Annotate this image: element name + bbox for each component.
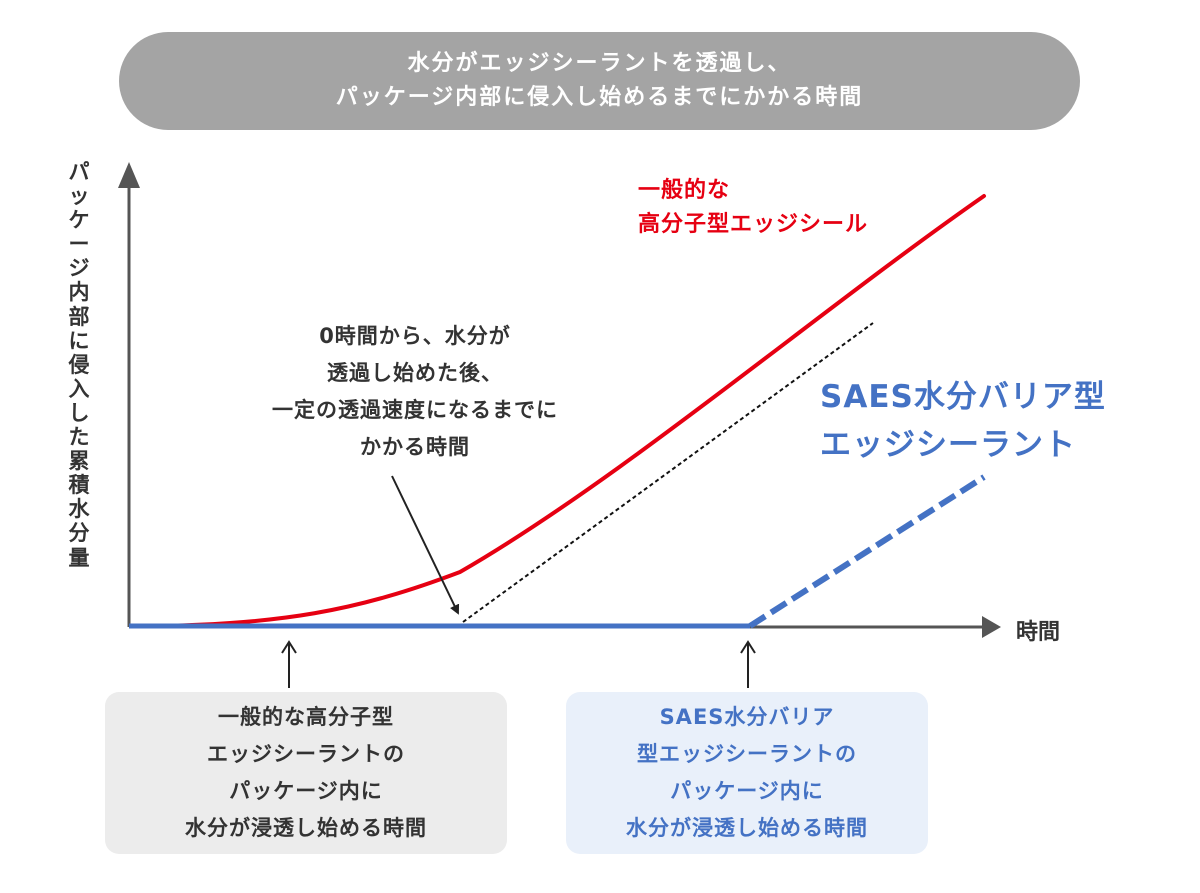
x-axis-label: 時間 bbox=[1016, 620, 1061, 645]
general-pointer-head bbox=[281, 640, 297, 654]
y-axis-label-char: し bbox=[68, 400, 90, 425]
general-seal-label-line-1: 一般的な bbox=[638, 178, 731, 203]
transient-time-annotation: 0時間から、水分が 透過し始めた後、 一定の透過速度になるまでに かかる時間 bbox=[200, 318, 630, 466]
y-axis-label-char: 侵 bbox=[68, 352, 90, 377]
saes-pointer-head bbox=[740, 640, 756, 654]
y-axis-label: パッケージ内部に侵入した累積水分量 bbox=[62, 160, 96, 570]
general-seal-label: 一般的な 高分子型エッジシール bbox=[638, 174, 868, 242]
banner-line-2: パッケージ内部に侵入し始めるまでにかかる時間 bbox=[335, 85, 864, 110]
asymptote-dotted-line bbox=[462, 322, 874, 623]
y-axis-label-char: 累 bbox=[68, 449, 90, 474]
general-box-line-4: 水分が浸透し始める時間 bbox=[185, 816, 427, 840]
y-axis-label-char: ジ bbox=[68, 256, 90, 281]
saes-sealant-label: SAES水分バリア型 エッジシーラント bbox=[820, 373, 1106, 469]
general-box-line-3: パッケージ内に bbox=[229, 779, 383, 803]
y-axis-label-char: ッ bbox=[68, 184, 90, 209]
saes-box-line-2: 型エッジシーラントの bbox=[637, 742, 857, 766]
annotation-line-3: 一定の透過速度になるまでに bbox=[272, 398, 558, 422]
x-axis-arrowhead bbox=[982, 616, 1001, 638]
general-seal-curve bbox=[133, 194, 986, 628]
saes-sealant-onset-box: SAES水分バリア 型エッジシーラントの パッケージ内に 水分が浸透し始める時間 bbox=[566, 692, 928, 854]
y-axis-label-char: た bbox=[68, 425, 90, 450]
saes-dashed-line bbox=[748, 474, 986, 629]
y-axis-label-char: 水 bbox=[68, 497, 90, 522]
saes-sealant-label-line-1: SAES水分バリア型 bbox=[820, 379, 1106, 415]
annotation-line-1: 0時間から、水分が bbox=[319, 324, 511, 348]
y-axis-label-char: 入 bbox=[68, 376, 90, 401]
general-seal-onset-box: 一般的な高分子型 エッジシーラントの パッケージ内に 水分が浸透し始める時間 bbox=[105, 692, 507, 854]
y-axis-label-char: パ bbox=[68, 160, 90, 184]
y-axis-arrowhead bbox=[118, 162, 140, 188]
saes-sealant-label-line-2: エッジシーラント bbox=[820, 427, 1076, 463]
y-axis-label-char: 量 bbox=[68, 545, 90, 570]
y-axis-label-char: 内 bbox=[68, 280, 90, 305]
annotation-line-2: 透過し始めた後、 bbox=[327, 361, 503, 385]
general-box-line-2: エッジシーラントの bbox=[207, 742, 405, 766]
general-seal-label-line-2: 高分子型エッジシール bbox=[638, 212, 869, 237]
y-axis-label-char: 積 bbox=[68, 473, 90, 498]
saes-box-line-4: 水分が浸透し始める時間 bbox=[626, 816, 868, 840]
y-axis-label-char: 分 bbox=[68, 521, 90, 546]
title-banner: 水分がエッジシーラントを透過し、 パッケージ内部に侵入し始めるまでにかかる時間 bbox=[119, 32, 1080, 130]
general-box-line-1: 一般的な高分子型 bbox=[218, 705, 394, 729]
saes-box-line-1: SAES水分バリア bbox=[659, 705, 835, 729]
saes-box-line-3: パッケージ内に bbox=[670, 779, 824, 803]
annotation-line-4: かかる時間 bbox=[360, 435, 470, 459]
y-axis-label-char: ケ bbox=[68, 208, 90, 233]
y-axis-label-char: ー bbox=[68, 232, 90, 257]
banner-line-1: 水分がエッジシーラントを透過し、 bbox=[407, 51, 792, 76]
y-axis-label-char: 部 bbox=[68, 304, 90, 329]
y-axis-label-char: に bbox=[68, 328, 90, 353]
annotation-arrow bbox=[391, 475, 460, 615]
